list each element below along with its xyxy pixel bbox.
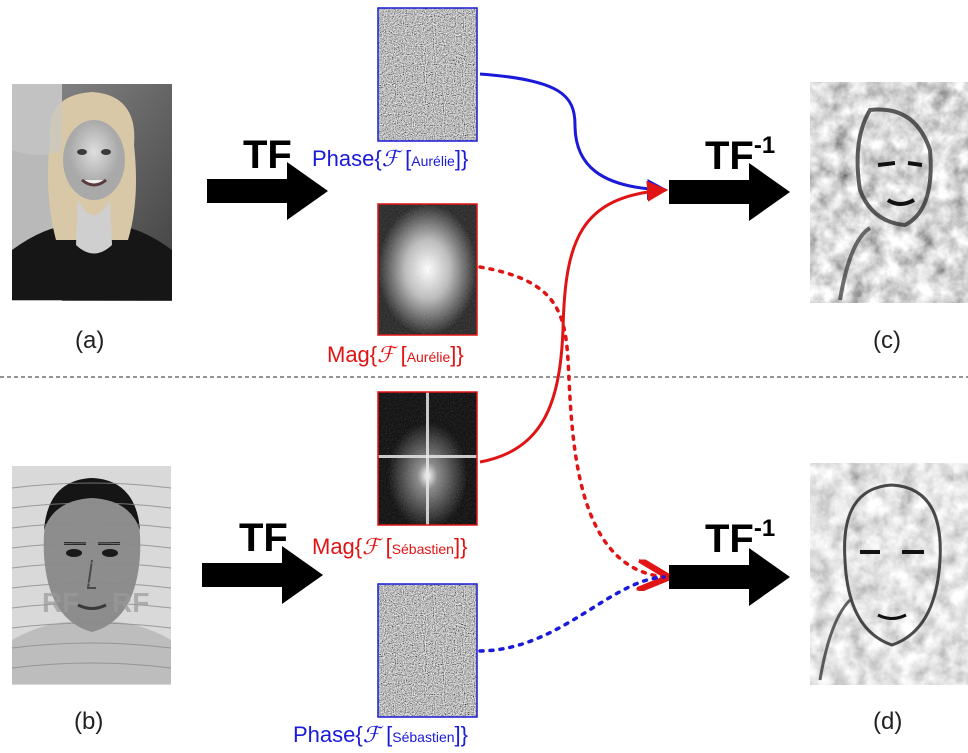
photo-aurelie [12, 84, 172, 301]
panel-label-d: (d) [873, 708, 903, 735]
panel-label-c: (c) [873, 327, 901, 354]
caption-phase-sebastien: Phase{ℱ [Sébastien]} [293, 722, 469, 748]
panel-label-b: (b) [74, 708, 104, 735]
reconstruction-d [810, 463, 968, 685]
itf-label-top: TF-1 [705, 132, 776, 178]
itf-arrow-top [669, 163, 790, 221]
panel-label-a: (a) [75, 327, 105, 354]
photo-sebastien: RF RF [11, 466, 172, 685]
magnitude-spectrum-sebastien [377, 391, 478, 526]
phase-spectrum-aurelie [377, 7, 478, 142]
caption-phase-aurelie: Phase{ℱ [Aurélie]} [312, 146, 469, 172]
phase-spectrum-sebastien [377, 583, 478, 718]
itf-arrow-bottom [669, 548, 790, 606]
tf-arrow-top [207, 162, 328, 220]
tf-label-bottom: TF [239, 516, 288, 560]
mag-aurelie-to-itf-d [478, 265, 666, 577]
tf-label-top: TF [243, 133, 292, 177]
mag-sebastien-to-itf-c [479, 180, 669, 464]
caption-mag-aurelie: Mag{ℱ [Aurélie]} [327, 342, 464, 368]
tf-arrow-bottom [202, 546, 323, 604]
photo-watermark: RF [42, 587, 79, 618]
reconstruction-c [810, 82, 968, 303]
svg-text:RF: RF [112, 587, 149, 618]
itf-label-bottom: TF-1 [705, 515, 776, 561]
phase-sebastien-to-itf-d [478, 575, 666, 653]
caption-mag-sebastien: Mag{ℱ [Sébastien]} [312, 534, 468, 560]
phase-aurelie-to-itf-c [479, 72, 669, 200]
magnitude-spectrum-aurelie [377, 203, 478, 336]
